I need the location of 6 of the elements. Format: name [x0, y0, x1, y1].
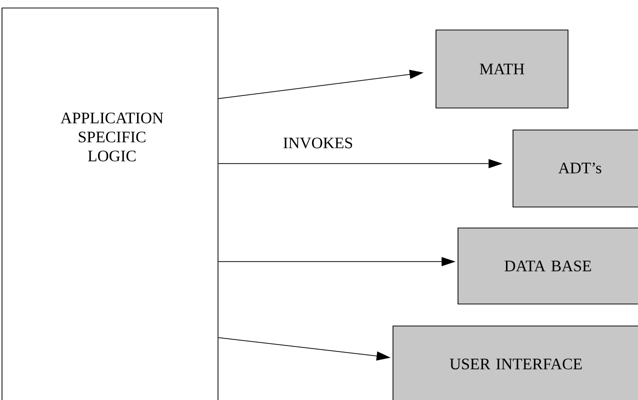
logic-box: APPLICATION SPECIFIC LOGIC [2, 8, 218, 400]
module-box: USER INTERFACE [392, 326, 638, 400]
module-box: DATA BASE [458, 228, 638, 304]
edge-label: INVOKES [282, 136, 354, 150]
module-box: ADT’s [512, 130, 638, 208]
module-box: MATH [436, 30, 568, 108]
